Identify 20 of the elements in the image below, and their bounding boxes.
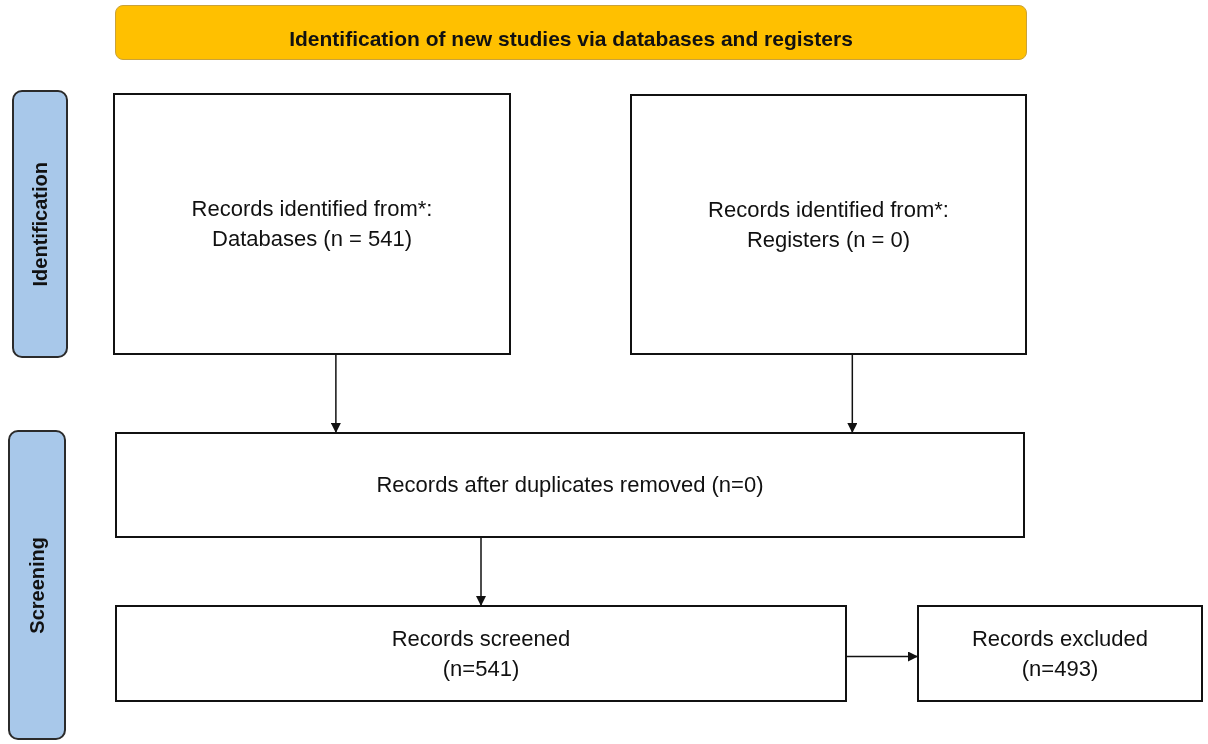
box-text: Records screened (n=541) (390, 624, 572, 683)
process-box (917, 605, 1203, 702)
header-text: Identification of new studies via databases and registers (289, 25, 853, 52)
box-text: Records after duplicates removed (n=0) (376, 471, 764, 500)
arrow (847, 354, 858, 433)
phase-label: Screening (24, 536, 49, 634)
box-text: Records identified from*: Registers (n = 0) (707, 195, 950, 254)
phase-label-band (8, 430, 66, 740)
process-box (630, 94, 1027, 355)
phase-label-band (12, 90, 68, 358)
box-text: Records excluded (n=493) (970, 624, 1150, 683)
arrow (846, 651, 918, 662)
arrow (330, 354, 341, 433)
process-box (113, 93, 511, 355)
phase-label: Identification (27, 161, 52, 287)
section-header-band (115, 5, 1027, 60)
process-box (115, 605, 847, 702)
process-box (115, 432, 1025, 538)
box-text: Records identified from*: Databases (n = 541) (190, 195, 434, 253)
arrow (476, 537, 486, 606)
